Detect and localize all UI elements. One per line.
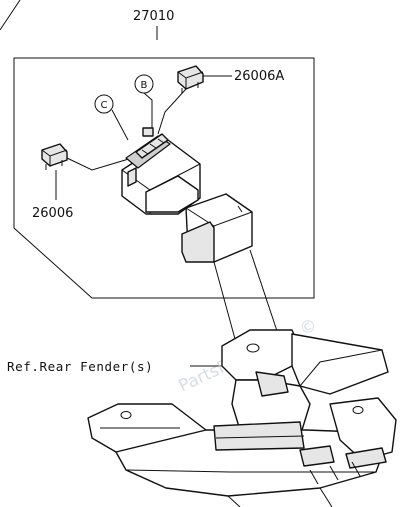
callout-b-label: B [141, 80, 148, 91]
guide-line-right [249, 249, 281, 341]
leader-c [111, 109, 129, 141]
fuse-26006 [41, 143, 68, 170]
label-rear-fender: Ref.Rear Fender(s) [7, 359, 153, 374]
fuse-box [121, 127, 201, 215]
corner-line [0, 0, 21, 31]
label-26006: 26006 [32, 206, 73, 221]
label-27010: 27010 [133, 9, 174, 24]
leader-b [143, 92, 153, 132]
guide-line-left [213, 261, 239, 351]
assembly-bracket [13, 57, 315, 299]
callout-c-label: C [101, 100, 108, 111]
mounting-bracket [181, 193, 253, 263]
callout-c-circle [94, 94, 114, 114]
fuse-26006a [177, 65, 204, 93]
wire-fuse-26006 [66, 157, 133, 171]
wire-fuse-a [157, 88, 187, 135]
rear-fender [87, 329, 397, 507]
label-26006a: 26006A [234, 69, 284, 84]
